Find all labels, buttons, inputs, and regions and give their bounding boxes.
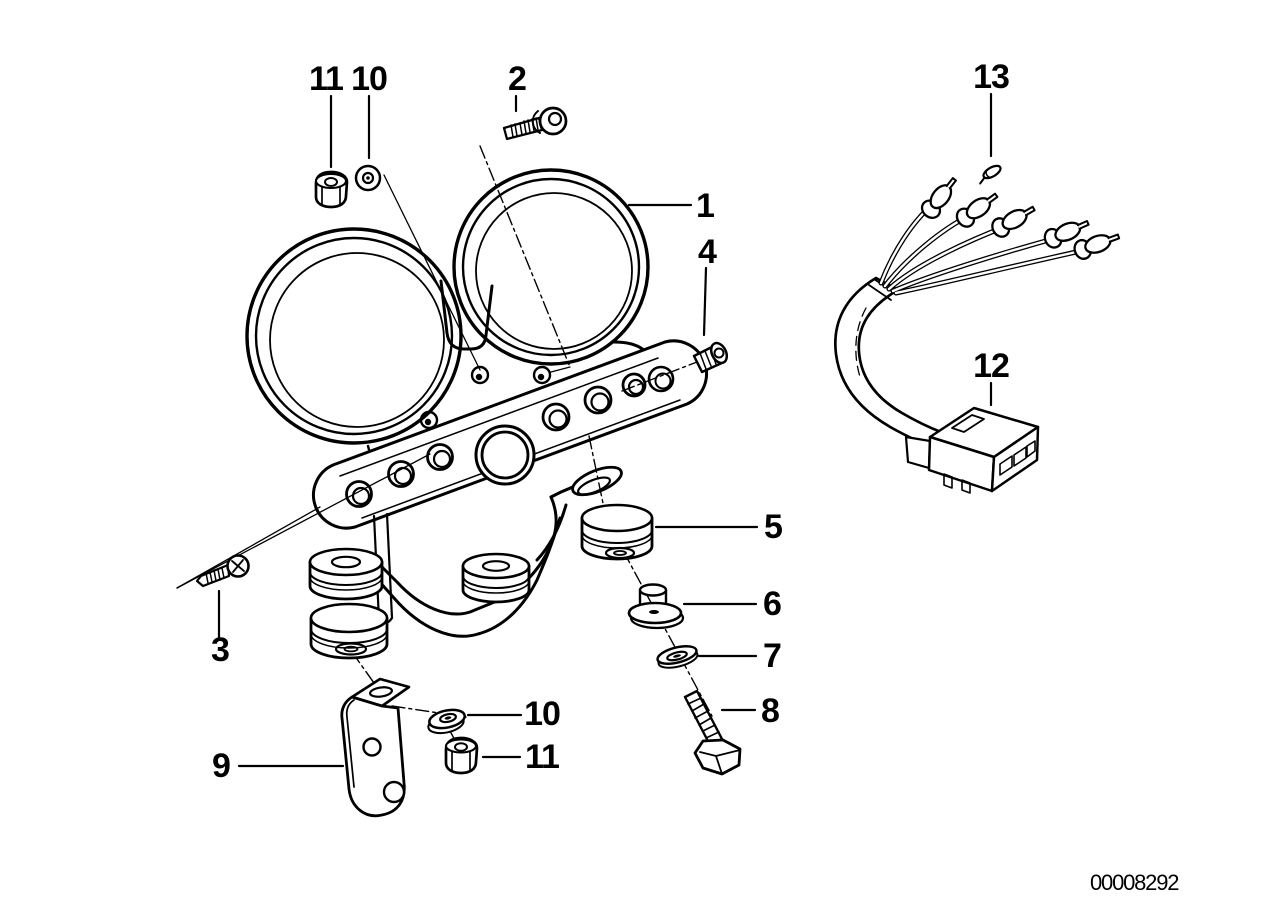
callout-label-9[interactable]: 9 (212, 747, 231, 785)
bullet-connector (1043, 220, 1090, 249)
screw-2 (502, 106, 568, 141)
screw-3 (195, 554, 250, 588)
mounting-bar (311, 339, 709, 625)
callout-label-6[interactable]: 6 (763, 585, 782, 623)
instrument-housing (245, 168, 655, 473)
washer-10-top (354, 164, 382, 192)
bracket-9 (340, 677, 411, 818)
connector-12 (904, 406, 1040, 494)
plug-4 (692, 341, 729, 374)
gauge-ring-left (245, 227, 463, 445)
callout-label-12[interactable]: 12 (973, 347, 1010, 385)
nut-11-bottom (444, 736, 479, 775)
callout-label-5[interactable]: 5 (764, 508, 783, 546)
callout-label-10-top[interactable]: 10 (351, 60, 388, 98)
bar-holes (345, 365, 675, 508)
callout-label-4[interactable]: 4 (698, 233, 717, 271)
bar-center-hole (474, 424, 536, 486)
callout-label-3[interactable]: 3 (211, 631, 230, 669)
bracket-arm-slot (571, 465, 623, 497)
bullet-connector (991, 205, 1036, 238)
callout-label-7[interactable]: 7 (763, 637, 782, 675)
rubber-damper-5 (580, 503, 654, 561)
harness-wires (878, 200, 1093, 296)
rubber-damper-middle (461, 552, 531, 604)
washer-7 (656, 645, 699, 669)
bullet-connector (920, 177, 957, 219)
rubber-damper-left-bottom (309, 602, 389, 660)
callout-label-11-top[interactable]: 11 (309, 60, 344, 98)
bushing-6 (627, 583, 685, 630)
callout-label-2[interactable]: 2 (508, 60, 527, 98)
rubber-damper-left-top (308, 547, 384, 601)
harness-sheath (833, 276, 943, 450)
callout-label-1[interactable]: 1 (696, 187, 715, 225)
callout-label-11-bottom[interactable]: 11 (525, 738, 560, 776)
pointer-lines (176, 174, 571, 589)
bullet-connector (955, 192, 999, 228)
gauge-ring-right (452, 168, 650, 366)
drawing-number: 00008292 (1090, 870, 1180, 895)
callout-label-10-bottom[interactable]: 10 (524, 695, 561, 733)
bullet-connector (1073, 233, 1121, 260)
nut-11-top (314, 170, 349, 209)
washer-10-bottom (427, 708, 466, 735)
callout-label-8[interactable]: 8 (761, 692, 780, 730)
bolt-8 (683, 689, 742, 776)
leader-lines (217, 92, 993, 768)
callout-label-13[interactable]: 13 (973, 58, 1010, 96)
bulb-13 (979, 164, 1002, 185)
wiring-harness (833, 177, 1121, 450)
